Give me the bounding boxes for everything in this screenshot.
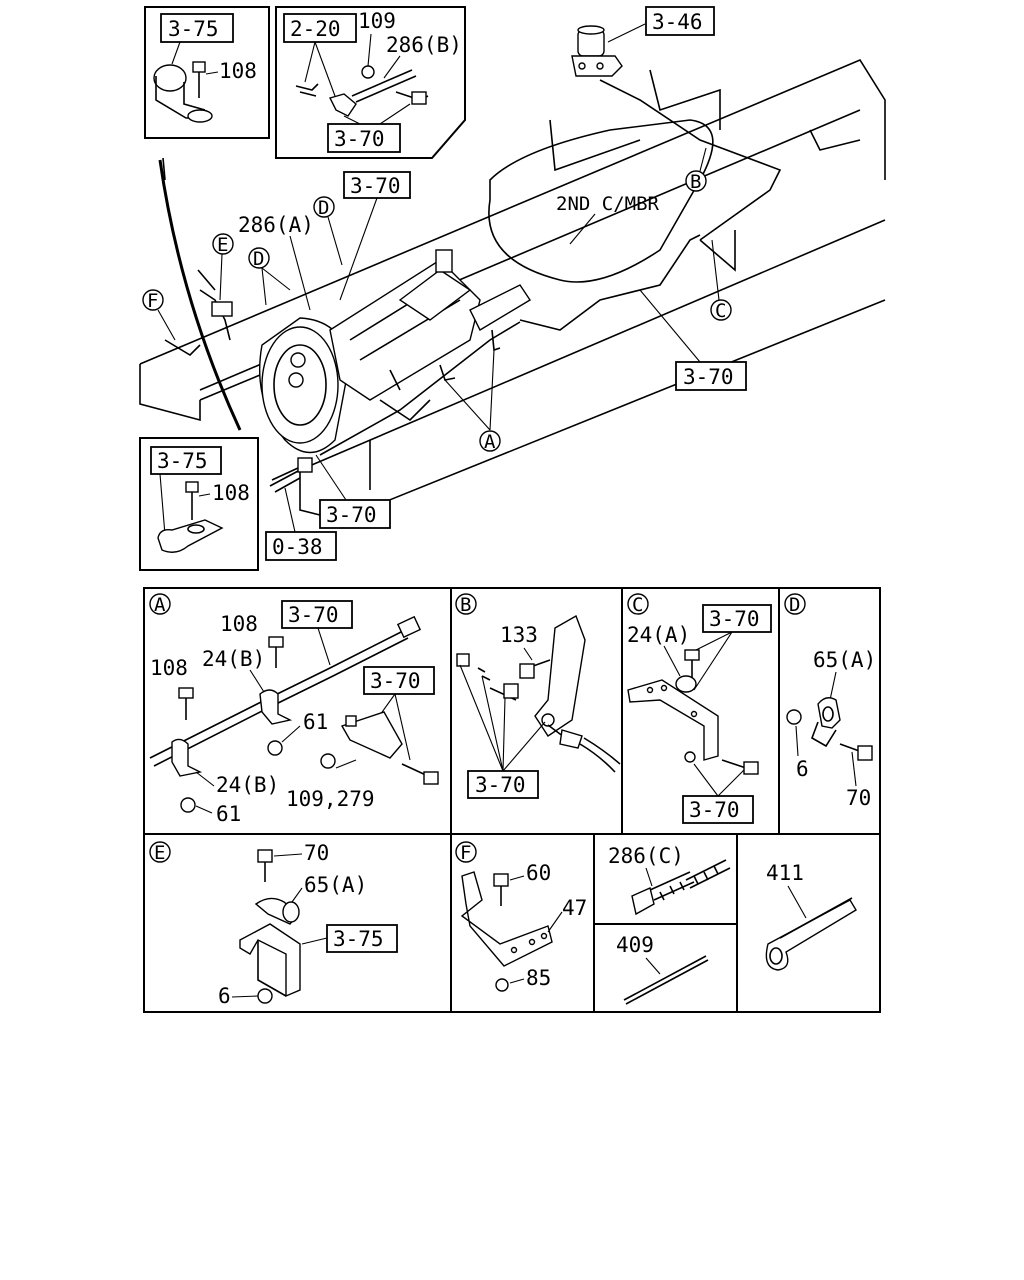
ref-box[interactable] bbox=[319, 499, 391, 529]
ref-label[interactable]: 3-70 bbox=[350, 174, 401, 198]
callout-letter[interactable]: F bbox=[147, 290, 158, 312]
inset-clip-top: 3-75 108 bbox=[144, 6, 270, 139]
callout-letter[interactable]: D bbox=[253, 248, 264, 270]
detail-panel-D: D 65(A) 6 70 bbox=[784, 593, 876, 810]
detail-grid bbox=[143, 587, 881, 1013]
brake-valve bbox=[571, 23, 646, 77]
ref-box[interactable] bbox=[326, 924, 398, 953]
part-number-label: 108 bbox=[150, 656, 188, 680]
part-number-label: 411 bbox=[766, 861, 804, 885]
part-number-label: 286(A) bbox=[238, 213, 314, 237]
detail-panel-E: E 70 65(A) 3-75 6 bbox=[149, 841, 398, 1008]
frame-and-transmission: 2ND C/MBR 3-46 bbox=[139, 6, 886, 561]
part-number-label: 47 bbox=[562, 896, 587, 920]
panel-letter: C bbox=[632, 594, 643, 616]
part-number-label: 286(C) bbox=[608, 844, 684, 868]
part-number-label: 108 bbox=[219, 59, 257, 83]
callout-E[interactable] bbox=[212, 233, 234, 255]
part-number-label: 6 bbox=[796, 757, 809, 781]
ref-label[interactable]: 2-20 bbox=[290, 17, 341, 41]
ref-box[interactable] bbox=[363, 666, 435, 695]
part-number-label: 70 bbox=[304, 841, 329, 865]
part-number-label: 24(B) bbox=[216, 773, 279, 797]
ref-box[interactable] bbox=[160, 13, 234, 43]
ref-label[interactable]: 3-70 bbox=[683, 365, 734, 389]
inset-pipe-fittings: 2-20 109 286(B) 3-70 bbox=[275, 6, 466, 159]
panel-letter: E bbox=[154, 842, 165, 864]
part-number-label: 61 bbox=[216, 802, 241, 826]
part-number-label: 108 bbox=[220, 612, 258, 636]
part-number-label: 109 bbox=[358, 9, 396, 33]
detail-panel-A: A 3-70 108 24(B) 108 61 24(B) 61 3-70 1 bbox=[149, 593, 439, 826]
part-number-label: 24(A) bbox=[627, 623, 690, 647]
callout-A[interactable] bbox=[479, 430, 501, 452]
part-number-label: 85 bbox=[526, 966, 551, 990]
part-number-label: 65(A) bbox=[813, 648, 876, 672]
chamber-label: 2ND C/MBR bbox=[556, 193, 660, 215]
callout-letter[interactable]: B bbox=[690, 171, 701, 193]
part-number-label: 65(A) bbox=[304, 873, 367, 897]
ref-box[interactable] bbox=[327, 123, 401, 153]
ref-box[interactable] bbox=[682, 795, 754, 824]
ref-box[interactable] bbox=[150, 446, 222, 475]
part-number-label: 409 bbox=[616, 933, 654, 957]
part-number-label: 108 bbox=[212, 481, 250, 505]
ref-label[interactable]: 3-46 bbox=[652, 10, 703, 34]
callout-letter[interactable]: C bbox=[715, 300, 726, 322]
part-number-label: 24(B) bbox=[202, 647, 265, 671]
callout-letter[interactable]: D bbox=[318, 197, 329, 219]
ref-box[interactable] bbox=[467, 770, 539, 799]
ref-box[interactable] bbox=[283, 13, 357, 43]
detail-panel-ties: 286(C) 409 bbox=[608, 844, 731, 1005]
part-number-label: 286(B) bbox=[386, 33, 462, 57]
part-number-label: 6 bbox=[218, 984, 231, 1008]
callout-D[interactable] bbox=[248, 247, 270, 269]
detail-panel-F: F 60 47 85 bbox=[455, 841, 587, 992]
ref-label[interactable]: 3-70 bbox=[709, 607, 760, 631]
ref-label[interactable]: 3-70 bbox=[689, 798, 740, 822]
ref-label[interactable]: 3-70 bbox=[334, 127, 385, 151]
callout-F[interactable] bbox=[142, 289, 164, 311]
ref-label[interactable]: 3-75 bbox=[333, 927, 384, 951]
detail-panel-C: C 24(A) 3-70 3-70 bbox=[627, 593, 772, 824]
panel-letter: B bbox=[460, 594, 471, 616]
ref-label[interactable]: 3-70 bbox=[370, 669, 421, 693]
part-number-label: 133 bbox=[500, 623, 538, 647]
ref-box[interactable] bbox=[265, 531, 337, 561]
ref-box[interactable] bbox=[702, 604, 772, 633]
panel-letter: D bbox=[789, 594, 800, 616]
inset-clip-left: 3-75 108 bbox=[139, 437, 259, 571]
ref-box[interactable] bbox=[281, 600, 353, 629]
ref-label[interactable]: 3-75 bbox=[157, 449, 208, 473]
ref-label[interactable]: 3-70 bbox=[475, 773, 526, 797]
panel-letter: F bbox=[460, 842, 471, 864]
part-number-label: 60 bbox=[526, 861, 551, 885]
callout-B[interactable] bbox=[685, 170, 707, 192]
detail-panel-sleeve: 411 bbox=[765, 861, 857, 971]
part-number-label: 109,279 bbox=[286, 787, 375, 811]
ref-box[interactable] bbox=[343, 171, 411, 199]
ref-label[interactable]: 3-75 bbox=[168, 17, 219, 41]
callout-C[interactable] bbox=[710, 299, 732, 321]
ref-box[interactable] bbox=[675, 361, 747, 391]
part-number-label: 61 bbox=[303, 710, 328, 734]
ref-label[interactable]: 3-70 bbox=[326, 503, 377, 527]
part-number-label: 70 bbox=[846, 786, 871, 810]
callout-D[interactable] bbox=[313, 196, 335, 218]
panel-letter: A bbox=[154, 594, 166, 616]
ref-label[interactable]: 3-70 bbox=[288, 603, 339, 627]
detail-panel-B: B 133 3-70 bbox=[455, 593, 621, 799]
callout-letter[interactable]: E bbox=[217, 234, 228, 256]
callout-letter[interactable]: A bbox=[484, 431, 496, 453]
ref-box[interactable] bbox=[645, 6, 715, 36]
ref-label[interactable]: 0-38 bbox=[272, 535, 323, 559]
harness-line bbox=[158, 159, 242, 431]
